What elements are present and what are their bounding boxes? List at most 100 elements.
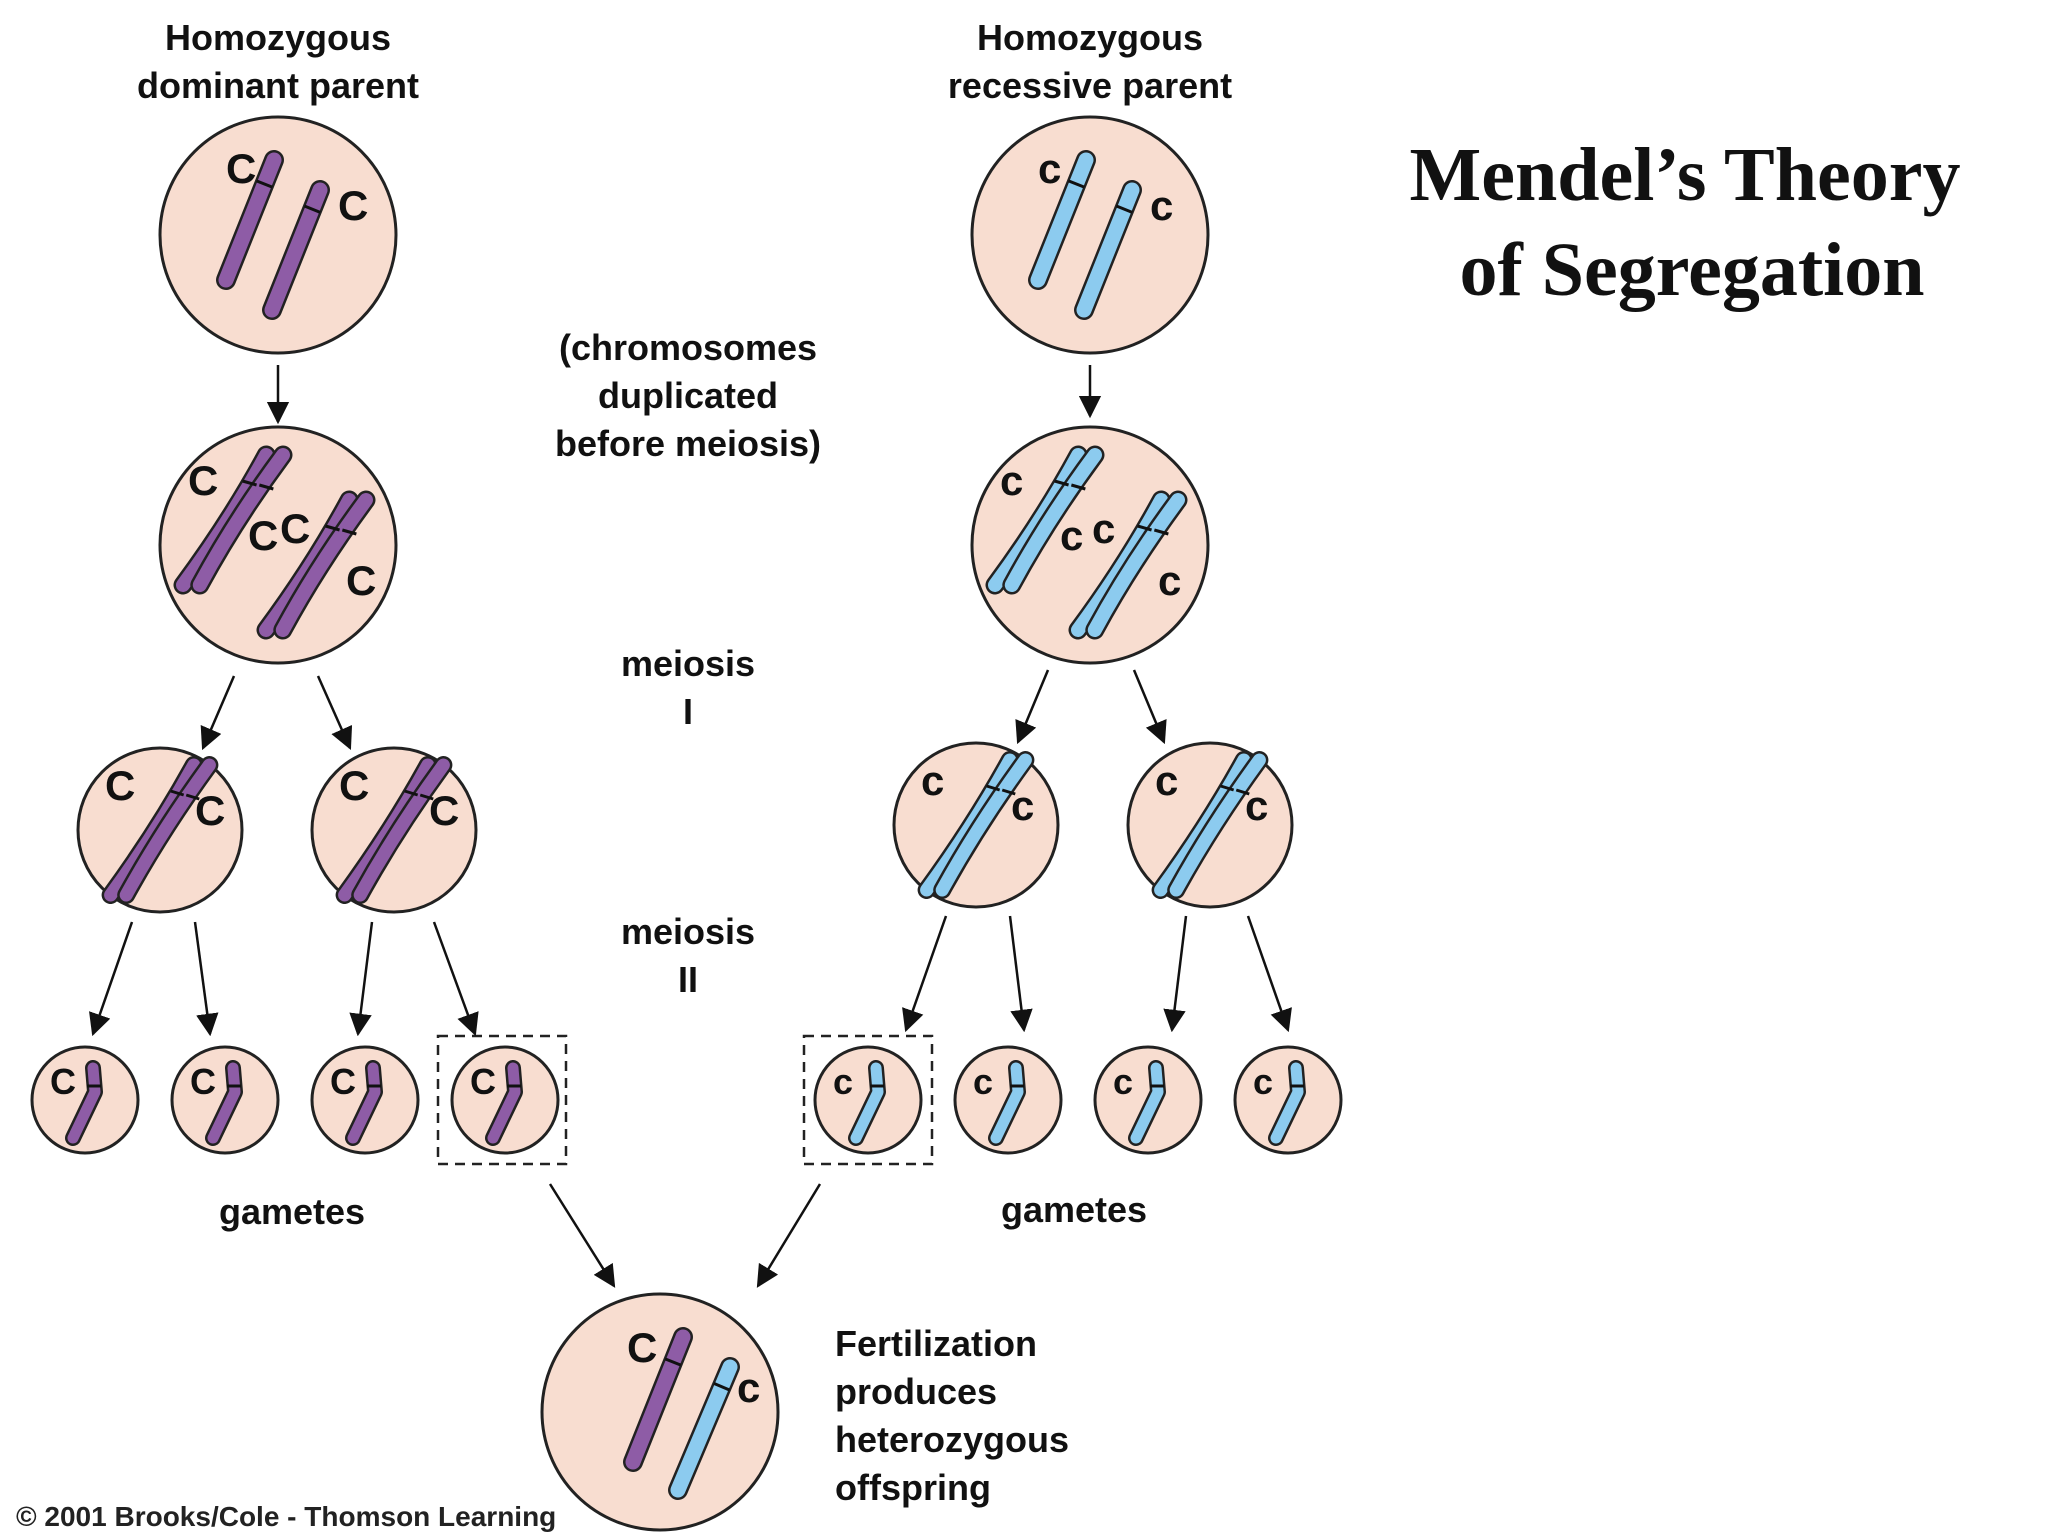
- cell-membrane: [158, 425, 398, 665]
- svg-text:meiosis: meiosis: [621, 911, 755, 952]
- fertilization-label: Fertilization produces heterozygous offs…: [835, 1323, 1069, 1508]
- chromatid: [207, 1062, 241, 1144]
- meiosis-1-label: meiosis I: [621, 643, 755, 732]
- cell-membrane: [158, 115, 398, 355]
- gene-locus-band: [404, 789, 419, 797]
- arrow-rec-m1-left: [1015, 669, 1050, 745]
- allele-label: C: [346, 557, 376, 604]
- svg-text:duplicated: duplicated: [598, 375, 778, 416]
- selected-gamete-box-right: [802, 1034, 934, 1166]
- svg-text:Homozygous: Homozygous: [165, 17, 391, 58]
- cell-membrane: [970, 425, 1210, 665]
- gene-locus-band: [1220, 784, 1235, 792]
- sister-chromatid: [1087, 493, 1185, 637]
- gene-locus-band: [185, 793, 200, 801]
- gene-locus-band: [325, 524, 340, 532]
- allele-label: C: [627, 1324, 657, 1371]
- recessive-gamete-2: c: [953, 1045, 1063, 1155]
- arrow-dom-m1-right: [316, 675, 353, 751]
- allele-label: C: [280, 505, 310, 552]
- allele-label: c: [1245, 782, 1268, 829]
- allele-label: C: [105, 762, 135, 809]
- chromatid: [218, 152, 282, 288]
- gene-locus-band: [1115, 204, 1133, 214]
- gene-locus-band: [242, 479, 257, 487]
- gametes-right-label: gametes: [1001, 1189, 1147, 1230]
- cell-membrane: [970, 115, 1210, 355]
- dominant-parent-cell: CC: [158, 115, 398, 355]
- dominant-gamete-2: C: [170, 1045, 280, 1155]
- gene-locus-band: [1137, 524, 1152, 532]
- allele-label: c: [1113, 1061, 1133, 1102]
- heterozygous-offspring-cell: Cc: [540, 1292, 780, 1532]
- svg-text:offspring: offspring: [835, 1467, 991, 1508]
- arrow-gamete-to-zygote-right: [756, 1183, 822, 1288]
- svg-text:recessive parent: recessive parent: [948, 65, 1232, 106]
- duplication-label: (chromosomes duplicated before meiosis): [555, 327, 821, 464]
- allele-label: C: [50, 1061, 76, 1102]
- svg-text:produces: produces: [835, 1371, 997, 1412]
- sister-chromatid: [353, 758, 450, 902]
- gene-locus-band: [170, 789, 185, 797]
- allele-label: c: [737, 1364, 760, 1411]
- allele-label: c: [1011, 782, 1034, 829]
- allele-label: c: [973, 1061, 993, 1102]
- recessive-parent-label: Homozygous recessive parent: [948, 17, 1232, 106]
- svg-text:dominant parent: dominant parent: [137, 65, 419, 106]
- arrow-rec-m1-right: [1132, 669, 1167, 745]
- recessive-meiosis1-cell-2: cc: [1126, 741, 1294, 909]
- sister-chromatid: [192, 448, 290, 592]
- allele-label: C: [226, 145, 256, 192]
- dominant-gamete-3: C: [310, 1045, 420, 1155]
- allele-label: C: [248, 512, 278, 559]
- allele-label: C: [470, 1061, 496, 1102]
- svg-text:I: I: [683, 691, 693, 732]
- allele-label: C: [195, 787, 225, 834]
- svg-text:II: II: [678, 959, 698, 1000]
- allele-label: c: [833, 1061, 853, 1102]
- recessive-meiosis1-cell-1: cc: [892, 741, 1060, 909]
- selected-gamete-box-left: [436, 1034, 568, 1166]
- svg-text:before meiosis): before meiosis): [555, 423, 821, 464]
- allele-label: c: [1038, 145, 1061, 192]
- allele-label: c: [1150, 182, 1173, 229]
- chromatid: [487, 1062, 521, 1144]
- gene-locus-band: [258, 483, 274, 491]
- gene-locus-band: [419, 793, 434, 801]
- chromatid: [1270, 1062, 1304, 1144]
- allele-label: c: [1000, 457, 1023, 504]
- gene-locus-band: [303, 204, 321, 214]
- arrow-rec-m2-3: [1163, 915, 1188, 1033]
- arrow-dom-m2-4: [432, 921, 479, 1037]
- recessive-gamete-4: c: [1233, 1045, 1343, 1155]
- title-line-1: Mendel’s Theory: [1410, 133, 1961, 217]
- sister-chromatid: [275, 493, 373, 637]
- allele-label: c: [1253, 1061, 1273, 1102]
- sister-chromatid: [1169, 753, 1266, 897]
- svg-text:meiosis: meiosis: [621, 643, 755, 684]
- dominant-meiosis1-cell-2: CC: [310, 746, 478, 914]
- sister-chromatid: [1004, 448, 1102, 592]
- meiosis-2-label: meiosis II: [621, 911, 755, 1000]
- dominant-gamete-1: C: [30, 1045, 140, 1155]
- allele-label: C: [188, 457, 218, 504]
- chromatid: [625, 1329, 691, 1470]
- chromatid: [850, 1062, 884, 1144]
- allele-label: C: [429, 787, 459, 834]
- svg-text:(chromosomes: (chromosomes: [559, 327, 817, 368]
- chromatid: [990, 1062, 1024, 1144]
- svg-text:Homozygous: Homozygous: [977, 17, 1203, 58]
- allele-label: c: [1155, 757, 1178, 804]
- arrow-gamete-to-zygote-left: [548, 1183, 616, 1288]
- chromatid: [1130, 1062, 1164, 1144]
- allele-label: c: [1158, 557, 1181, 604]
- recessive-gamete-1: c: [813, 1045, 923, 1155]
- gene-locus-band: [1070, 483, 1086, 491]
- copyright-notice: © 2001 Brooks/Cole - Thomson Learning: [16, 1501, 556, 1532]
- recessive-parent-cell: cc: [970, 115, 1210, 355]
- gene-locus-band: [713, 1381, 731, 1392]
- arrow-dom-m2-1: [89, 921, 134, 1037]
